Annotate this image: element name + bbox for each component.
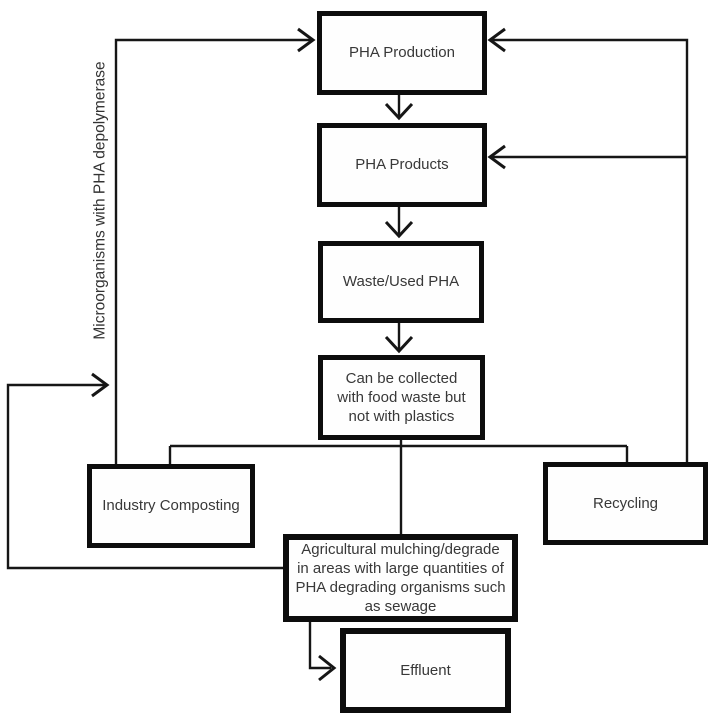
edge-recycling-to-production <box>487 27 689 462</box>
node-collection-label: Can be collected with food waste but not… <box>337 369 466 426</box>
node-effluent: Effluent <box>340 628 511 713</box>
node-pha-products: PHA Products <box>317 123 487 207</box>
node-agricultural-mulching: Agricultural mulching/degrade in areas w… <box>283 534 518 622</box>
node-pha-production: PHA Production <box>317 11 487 95</box>
node-industry-composting: Industry Composting <box>87 464 255 548</box>
edge-recycling-to-products <box>487 144 687 170</box>
node-recycling: Recycling <box>543 462 708 545</box>
microorganisms-rotated-label: Microorganisms with PHA depolymerase <box>91 61 109 340</box>
edge-production-to-products <box>384 94 414 121</box>
edge-products-to-waste <box>384 207 414 239</box>
node-recycling-label: Recycling <box>592 494 659 512</box>
edge-composting-to-production <box>114 27 316 464</box>
node-effluent-label: Effluent <box>400 661 451 679</box>
edge-collection-branches <box>168 440 629 534</box>
node-collection: Can be collected with food waste but not… <box>318 355 485 440</box>
node-pha-products-label: PHA Products <box>355 156 449 174</box>
edge-agricultural-to-effluent <box>308 621 337 682</box>
node-waste-used-pha-label: Waste/Used PHA <box>342 273 460 291</box>
node-pha-production-label: PHA Production <box>349 44 455 62</box>
node-industry-composting-label: Industry Composting <box>102 497 240 515</box>
edge-waste-to-collection <box>384 323 414 354</box>
edge-agricultural-to-microorganisms-line <box>6 372 283 570</box>
node-agricultural-mulching-label: Agricultural mulching/degrade in areas w… <box>295 540 506 616</box>
node-waste-used-pha: Waste/Used PHA <box>318 241 484 323</box>
